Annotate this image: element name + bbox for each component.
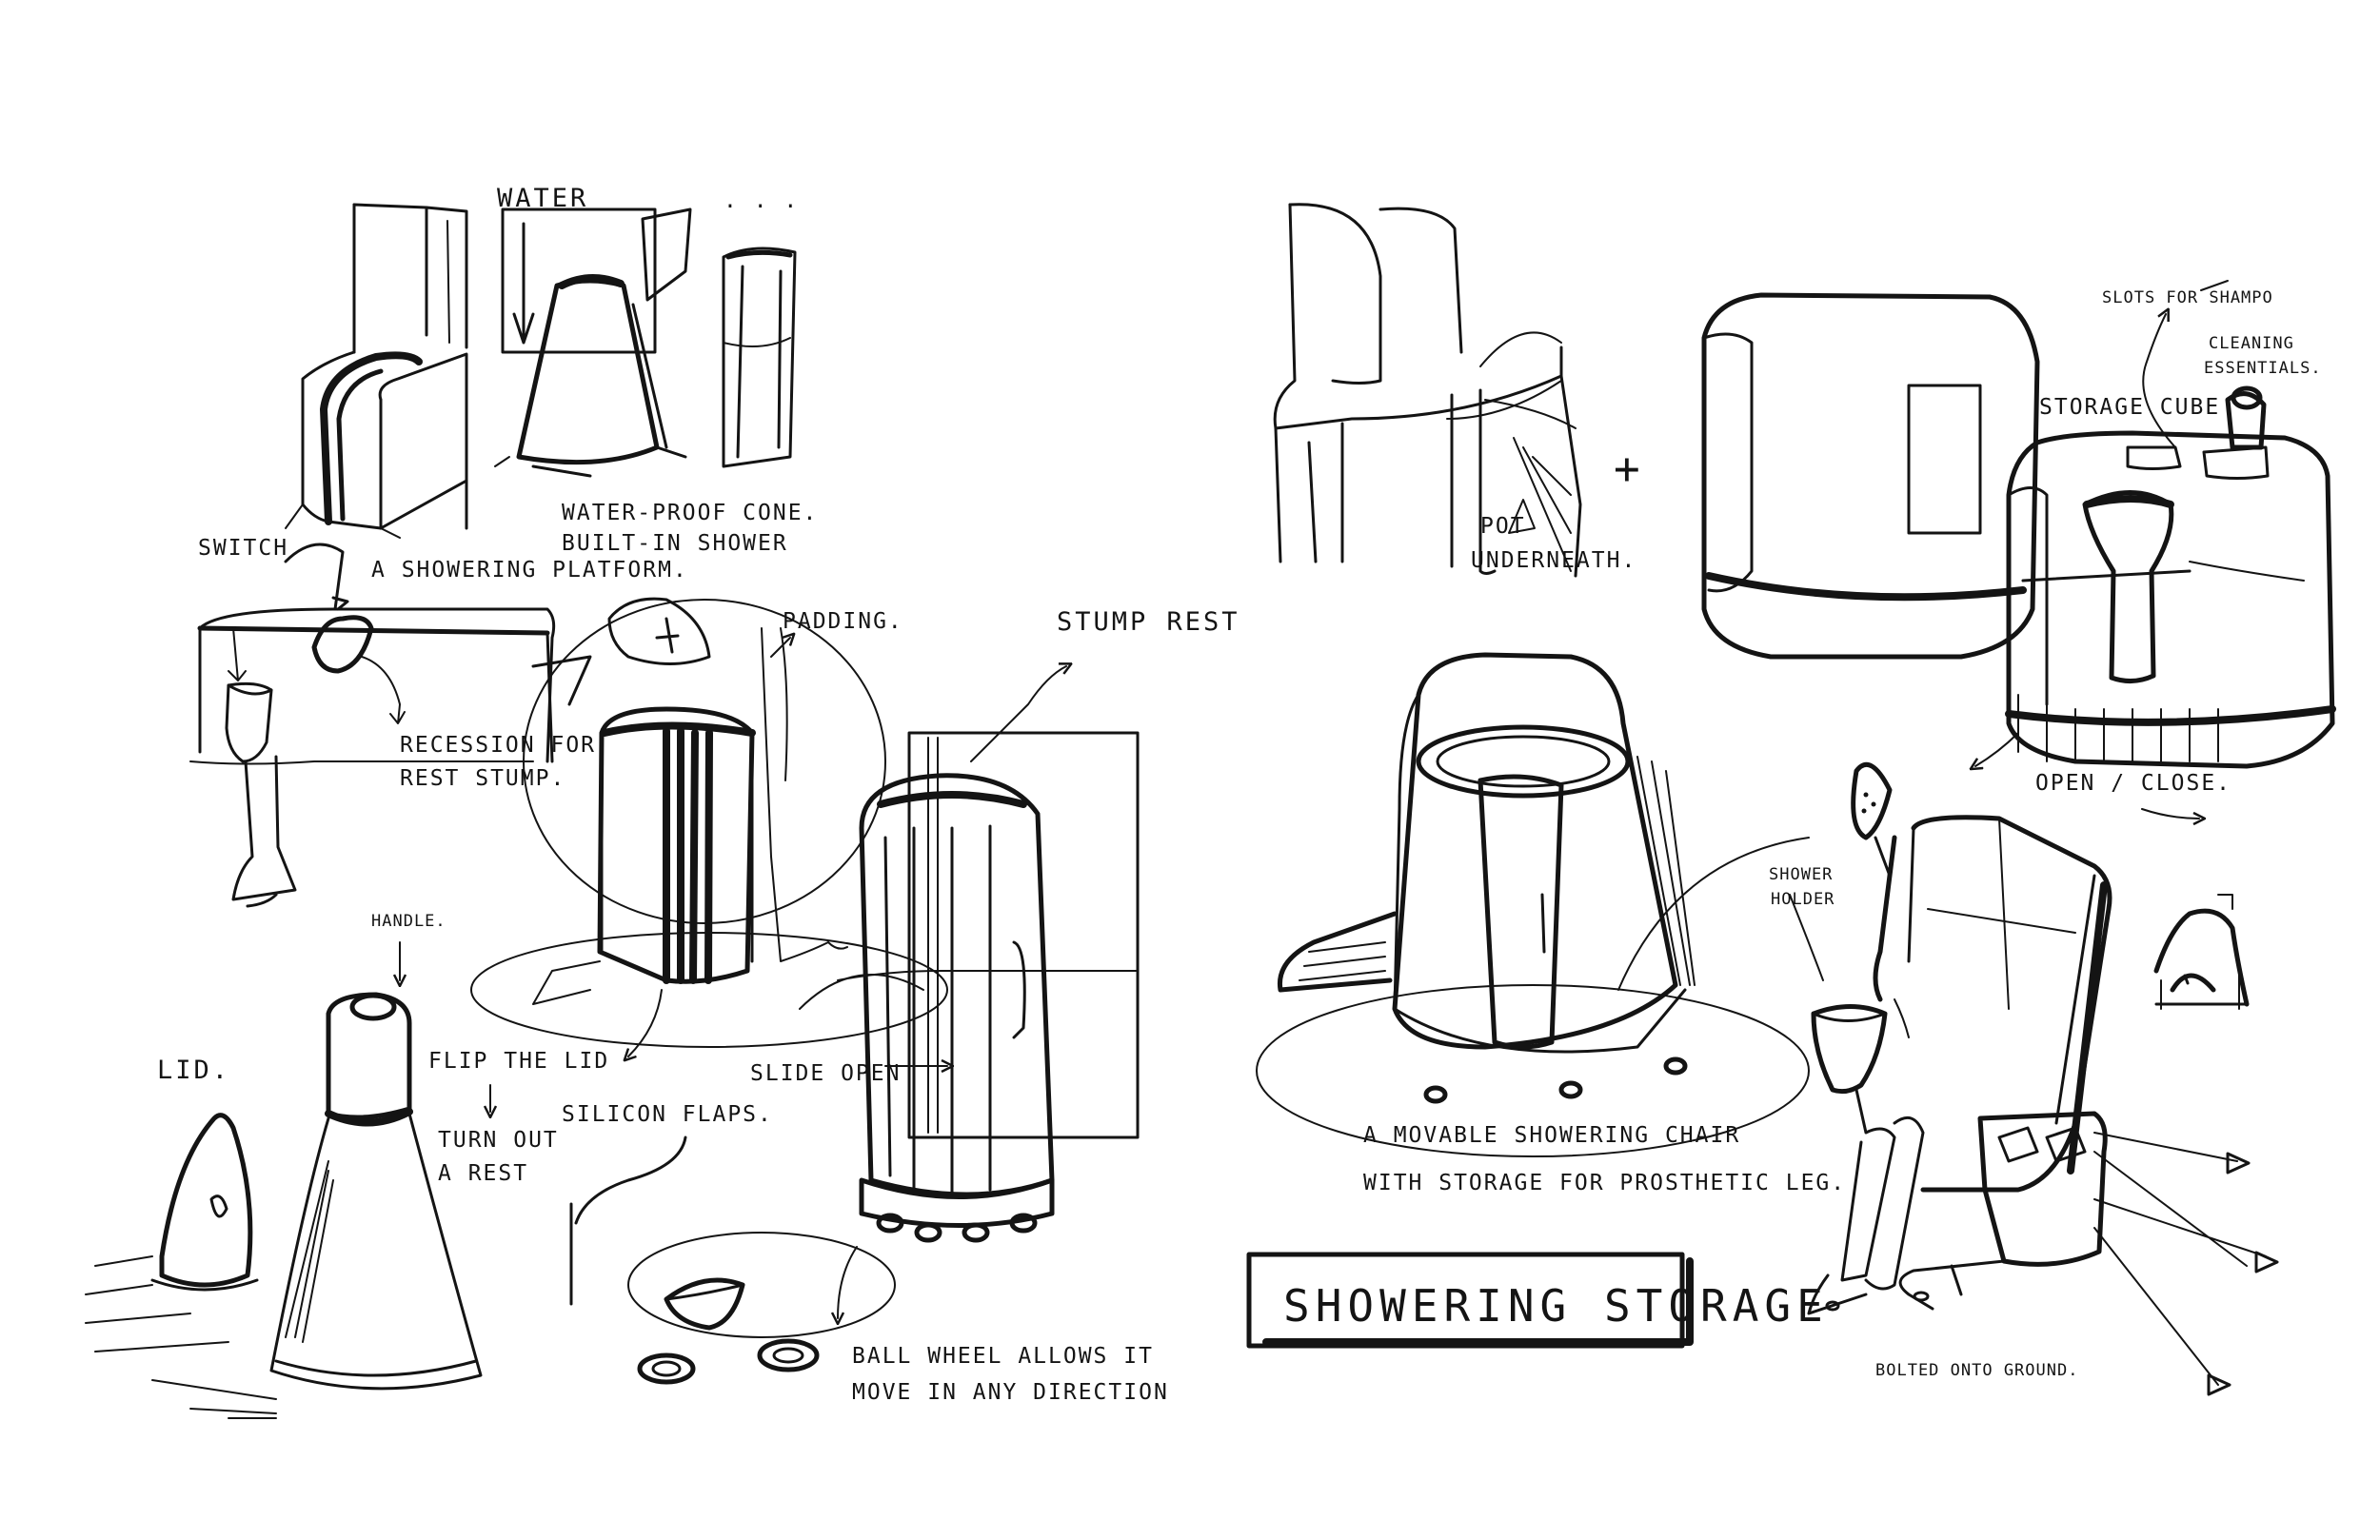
arrow-silicon xyxy=(628,989,663,1056)
page-title: SHOWERING STORAGE xyxy=(1283,1280,1829,1332)
label-dots: . . . xyxy=(724,188,799,213)
arrow-slots xyxy=(2142,314,2176,448)
bracket-sketch xyxy=(2153,894,2250,1010)
arrow-stump xyxy=(970,666,1066,762)
movable-chair-sketch xyxy=(1256,652,1810,1157)
slots-strike-mark xyxy=(2200,280,2229,291)
label-flip-line1: FLIP THE LID xyxy=(428,1049,609,1074)
label-movable-line1: A MOVABLE SHOWERING CHAIR xyxy=(1363,1123,1740,1148)
waterproof-cone-sketch xyxy=(494,207,797,478)
label-padding: PADDING. xyxy=(783,609,903,634)
label-cone-line2: BUILT-IN SHOWER xyxy=(562,531,788,556)
showering-platform-sketch xyxy=(285,203,468,539)
arrow-close xyxy=(2141,808,2199,819)
label-holder-line2: HOLDER xyxy=(1771,890,1835,909)
label-flip-line3: A REST xyxy=(438,1161,528,1186)
lid-cone-sketch xyxy=(85,992,483,1419)
arrow-padding xyxy=(770,638,790,658)
label-open-close: OPEN / CLOSE. xyxy=(2035,771,2231,796)
label-recession-line2: REST STUMP. xyxy=(400,766,565,791)
label-cone-line1: WATER-PROOF CONE. xyxy=(562,501,818,525)
label-recession-line1: RECESSION FOR xyxy=(400,733,596,758)
pot-triangle-icon xyxy=(1508,499,1536,534)
chair-pot-sketch xyxy=(1273,203,1582,578)
label-pot-line2: UNDERNEATH. xyxy=(1471,548,1636,573)
ball-wheel-detail-sketch xyxy=(569,1135,896,1385)
label-cube: STORAGE CUBE xyxy=(2039,395,2220,420)
padding-cone-sketch xyxy=(470,597,948,1048)
label-slots: SLOTS FOR SHAMPO xyxy=(2102,288,2273,307)
storage-cube-sketch xyxy=(1701,292,2336,769)
switch-platform-sketch xyxy=(189,543,556,908)
label-flip-line2: TURN OUT xyxy=(438,1128,559,1153)
label-wheel-line1: BALL WHEEL ALLOWS IT xyxy=(852,1344,1154,1369)
label-stump: STUMP REST xyxy=(1057,607,1240,637)
label-handle: HANDLE. xyxy=(371,912,446,931)
stump-rest-sketch xyxy=(799,731,1140,1243)
title-box xyxy=(1246,1252,1694,1349)
label-water: WATER xyxy=(497,184,588,213)
label-switch: SWITCH xyxy=(198,536,288,561)
label-movable-line2: WITH STORAGE FOR PROSTHETIC LEG. xyxy=(1363,1171,1846,1195)
label-cleaning-line2: ESSENTIALS. xyxy=(2204,359,2322,378)
label-cleaning-line1: CLEANING xyxy=(2209,334,2294,353)
label-slide: SLIDE OPEN xyxy=(750,1061,901,1086)
bolted-chair-sketch xyxy=(1789,761,2279,1396)
label-bolted: BOLTED ONTO GROUND. xyxy=(1875,1361,2078,1380)
label-plus: + xyxy=(1614,443,1646,494)
label-platform: A SHOWERING PLATFORM. xyxy=(371,558,688,582)
label-holder-line1: SHOWER xyxy=(1769,865,1833,884)
label-silicon: SILICON FLAPS. xyxy=(562,1102,773,1127)
label-lid: LID. xyxy=(157,1056,230,1085)
arrow-open xyxy=(1975,732,2019,766)
label-pot-line1: POT xyxy=(1480,514,1526,539)
label-wheel-line2: MOVE IN ANY DIRECTION xyxy=(852,1380,1169,1405)
